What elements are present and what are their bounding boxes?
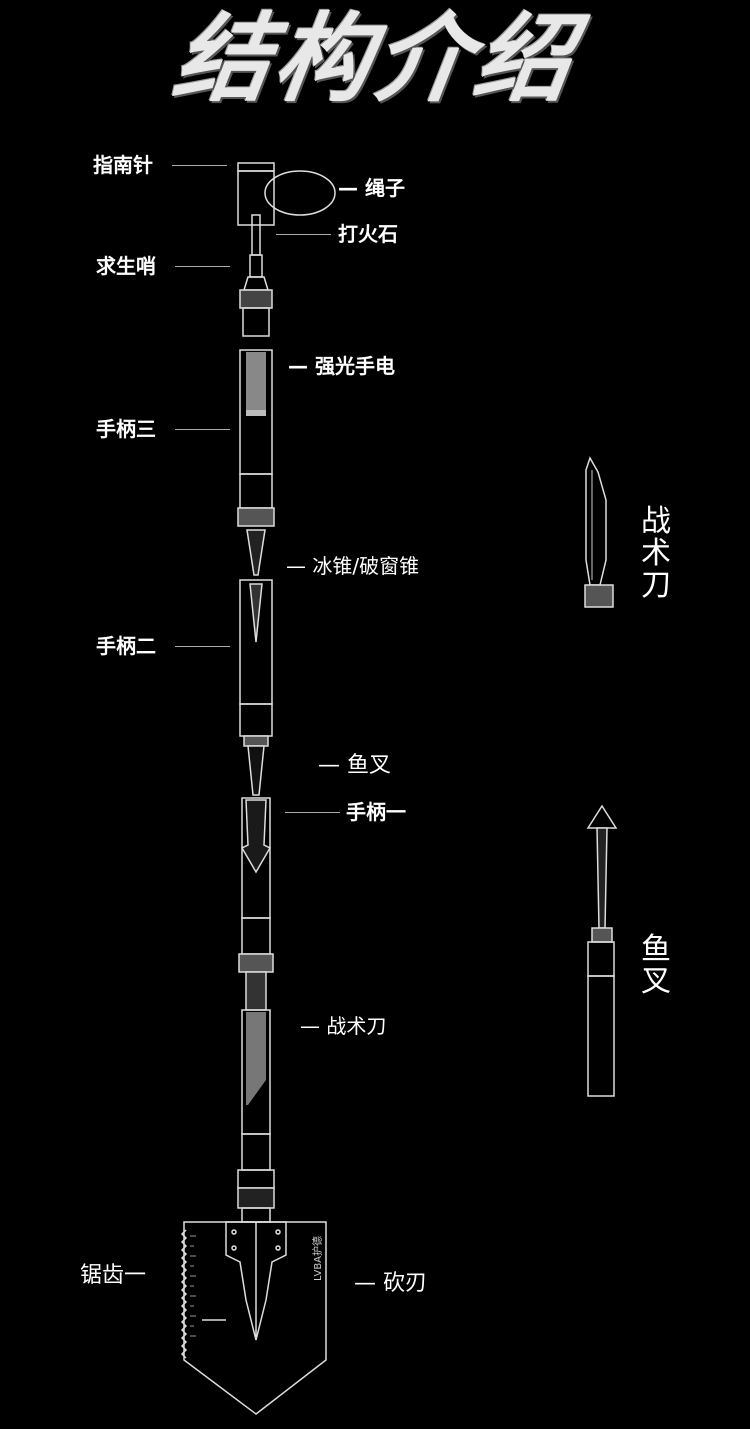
label-fork: — 鱼叉 <box>318 753 391 778</box>
coupling-1b <box>242 307 270 337</box>
detail-knife-label-3: 刀 <box>641 568 671 603</box>
detail-fork-tip <box>586 804 618 829</box>
handle-three-end <box>239 473 273 509</box>
ice-pick-inner <box>249 583 263 643</box>
shovel-brand: LVBA护德 <box>311 1236 324 1281</box>
fork-spike <box>247 745 265 796</box>
detail-fork-shaft <box>596 827 608 929</box>
shovel-neck-2 <box>237 1187 275 1209</box>
knife-collar <box>245 971 267 1011</box>
label-handle3: 手柄三 <box>96 417 156 441</box>
saw-teeth <box>180 1229 188 1359</box>
shovel-neck-3 <box>241 1207 271 1223</box>
fork-head <box>240 799 272 874</box>
label-chop: — 砍刃 <box>354 1271 427 1296</box>
leader-handle2 <box>175 646 230 647</box>
leader-compass <box>172 165 227 166</box>
detail-fork-collar <box>591 927 613 943</box>
coupling-3 <box>243 735 269 747</box>
handle-one-end <box>241 917 271 955</box>
detail-knife-label-1: 战 <box>641 504 671 539</box>
coupling-2 <box>237 507 275 527</box>
shovel-neck-1 <box>237 1169 275 1189</box>
flint-rod <box>251 214 261 256</box>
compass-cap <box>237 162 275 172</box>
label-ice-pick: — 冰锥/破窗锥 <box>286 554 420 578</box>
detail-fork-handle-top <box>587 941 615 977</box>
ice-pick <box>246 529 266 576</box>
leader-flint <box>276 234 331 235</box>
detail-knife-grip <box>584 584 614 608</box>
label-flashlight: — 强光手电 <box>288 354 395 378</box>
coupling-4 <box>238 953 274 973</box>
label-rope: — 绳子 <box>338 176 405 200</box>
label-knife: — 战术刀 <box>300 1014 387 1038</box>
flashlight-lens <box>246 352 266 412</box>
shovel-center <box>225 1221 287 1341</box>
ruler-ticks <box>190 1235 196 1337</box>
label-handle1: 手柄一 <box>346 800 406 824</box>
leader-handle1 <box>285 812 340 813</box>
knife-blade <box>246 1012 266 1105</box>
detail-fork-label-1: 鱼 <box>641 932 671 967</box>
label-flint: 打火石 <box>338 222 398 246</box>
label-handle2: 手柄二 <box>96 634 156 658</box>
detail-knife-blade <box>585 456 607 586</box>
coupling-1 <box>239 289 273 309</box>
rope-loop <box>264 170 336 216</box>
compass-body <box>237 170 275 226</box>
shovel-blade <box>183 1221 327 1415</box>
knife-handle-end <box>241 1133 271 1171</box>
leader-whistle <box>175 266 230 267</box>
label-saw: 锯齿一 <box>80 1263 147 1288</box>
whistle-base <box>242 276 270 291</box>
detail-fork-handle <box>587 975 615 1097</box>
label-compass: 指南针 <box>93 153 153 177</box>
handle-two-end <box>239 703 273 737</box>
detail-fork-label-2: 叉 <box>641 964 671 999</box>
leader-handle3 <box>175 429 230 430</box>
label-whistle: 求生哨 <box>96 254 156 278</box>
detail-knife-label-2: 术 <box>641 536 671 571</box>
whistle <box>249 254 263 278</box>
